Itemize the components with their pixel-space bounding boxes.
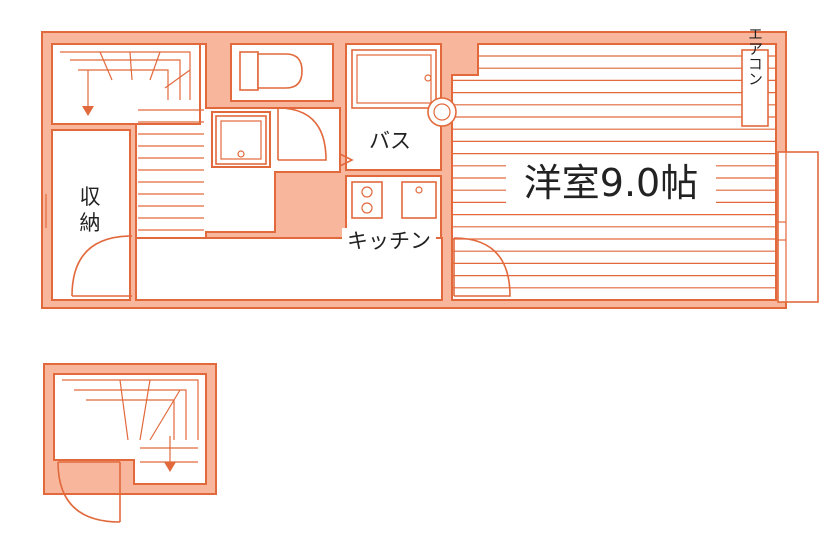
spiral-stair-upper: [60, 51, 191, 110]
kitchen-label: キッチン: [347, 229, 431, 253]
stair-treads: [138, 109, 204, 231]
loft-stair-block: [43, 363, 217, 523]
kitchen-sink: [401, 181, 437, 219]
stair-arrow-lower: [164, 462, 176, 472]
toilet-door: [277, 107, 327, 161]
storage-door: [71, 235, 133, 297]
western-room-label-bg: [506, 156, 716, 208]
bath-label: バス: [369, 129, 411, 153]
toilet: [239, 51, 303, 91]
main-floor: [41, 31, 819, 309]
storage-label-line1: 収: [80, 185, 101, 209]
storage-room: [51, 129, 131, 301]
bath-drain-fixture: [427, 97, 457, 127]
aircon-unit: [741, 49, 769, 127]
kitchen-label-bg: [342, 228, 436, 252]
western-room-door: [453, 237, 511, 297]
storage-label-line2: 納: [80, 211, 101, 235]
washbasin: [215, 115, 267, 165]
kitchen-stove: [351, 181, 383, 219]
loft-interior: [53, 373, 207, 485]
western-room-label: 洋室9.0帖: [524, 161, 698, 205]
stair-area: [51, 43, 201, 125]
aircon-label: エアコン: [746, 26, 764, 86]
loft-door: [57, 461, 121, 523]
balcony: [776, 151, 819, 303]
spiral-stair-lower: [62, 379, 199, 468]
stair-arrow-upper: [82, 106, 94, 116]
bathtub: [351, 49, 437, 109]
bath-door-marker: [339, 152, 354, 168]
floorboard-lines: [452, 55, 776, 301]
